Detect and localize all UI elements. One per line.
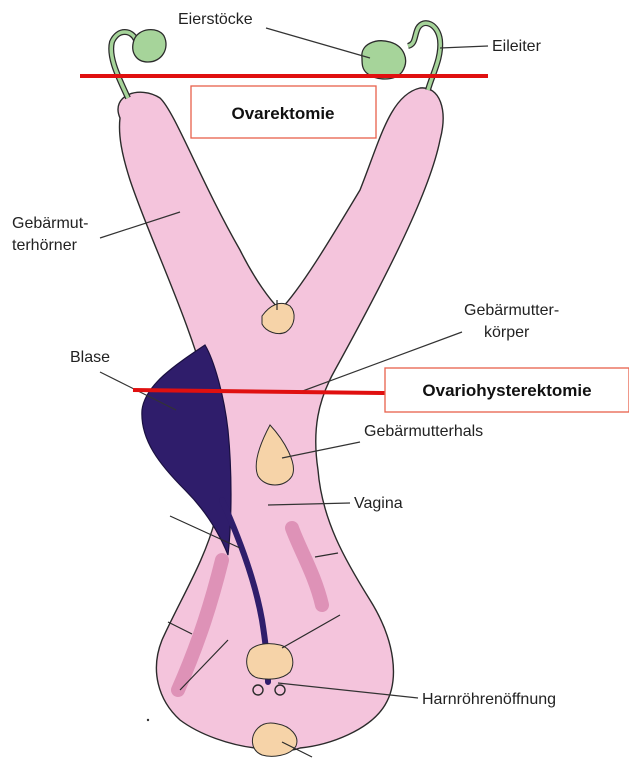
- right-oviduct: [408, 23, 440, 90]
- bladder-label: Blase: [70, 349, 110, 366]
- ovaries-label: Eierstöcke: [178, 11, 253, 28]
- vagina-label: Vagina: [354, 495, 403, 512]
- left-ovary: [133, 30, 166, 62]
- ovariectomy-label: Ovarektomie: [232, 104, 335, 123]
- horns-label-line1: Gebärmut-: [12, 215, 88, 232]
- oviduct-label: Eileiter: [492, 38, 542, 55]
- ovariohysterectomy-label: Ovariohysterektomie: [422, 381, 591, 400]
- urethral-opening-shape: [247, 644, 293, 679]
- cervix-label: Gebärmutterhals: [364, 423, 483, 440]
- oviduct-leader: [440, 46, 488, 48]
- uterus-body-label-line2: körper: [484, 324, 530, 341]
- urethral-opening-label: Harnröhrenöffnung: [422, 691, 556, 708]
- horns-label-line2: terhörner: [12, 237, 78, 254]
- right-ovary: [362, 41, 406, 79]
- ovaries-leader: [266, 28, 370, 58]
- uterus-body-label-line1: Gebärmutter-: [464, 302, 559, 319]
- dot: [147, 719, 149, 721]
